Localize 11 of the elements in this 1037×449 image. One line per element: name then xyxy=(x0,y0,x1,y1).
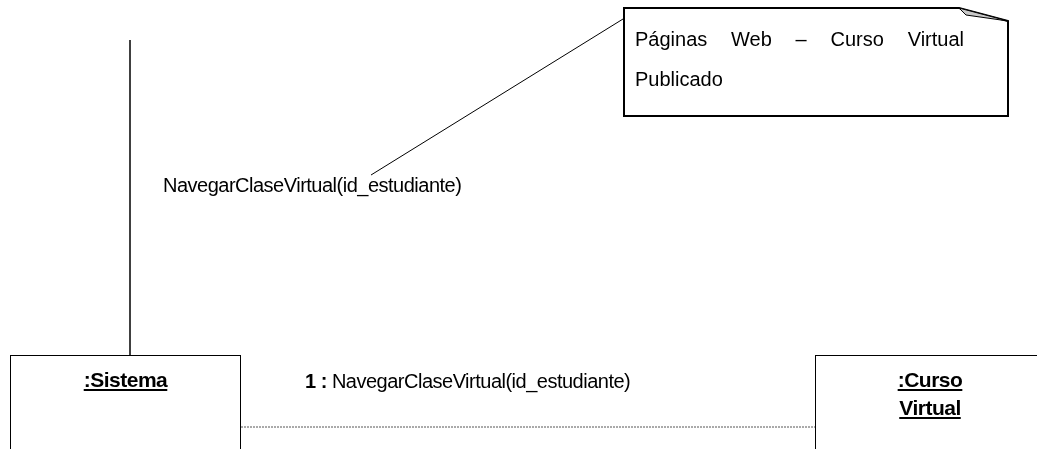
object-name: :Curso Virtual xyxy=(896,367,964,421)
edge-label: 1 : NavegarClaseVirtual(id_estudiante) xyxy=(305,371,631,391)
lifeline xyxy=(129,39,131,356)
object-box xyxy=(815,355,1037,449)
link-line xyxy=(240,426,816,428)
leader-line xyxy=(370,18,624,176)
object-name: :Sistema xyxy=(82,367,169,393)
note-text: Páginas Web – Curso Virtual Publicado xyxy=(635,27,964,92)
object-box xyxy=(10,355,241,449)
note-box xyxy=(623,7,1009,117)
message-text: NavegarClaseVirtual(id_estudiante) xyxy=(163,174,462,196)
